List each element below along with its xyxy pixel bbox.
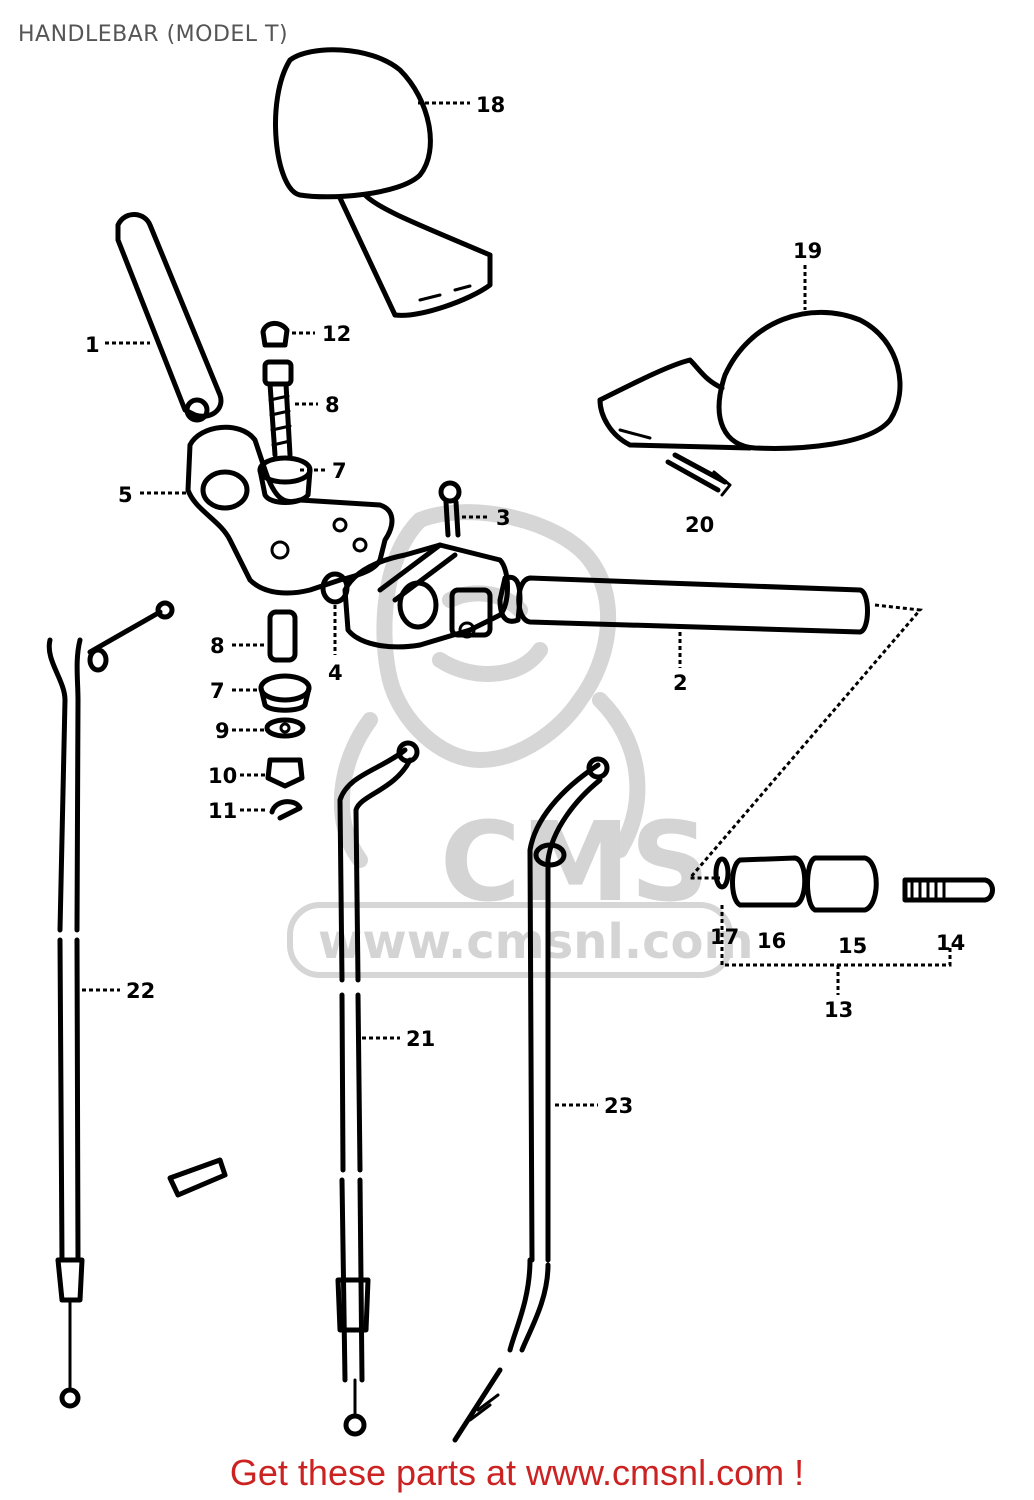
callout-15: 15 (838, 934, 867, 958)
callout-20: 20 (685, 513, 714, 537)
callout-1: 1 (85, 333, 100, 357)
callout-12: 12 (322, 322, 351, 346)
callout-2: 2 (673, 671, 688, 695)
callout-9: 9 (215, 719, 230, 743)
callout-19: 19 (793, 239, 822, 263)
balancer-weight (713, 855, 995, 913)
callout-22: 22 (126, 979, 155, 1003)
throttle-housing (320, 542, 510, 650)
screw-3 (438, 480, 462, 538)
callout-11: 11 (208, 799, 237, 823)
callout-18: 18 (476, 93, 505, 117)
handlebar-right-grip (497, 574, 870, 635)
callout-8-upper: 8 (325, 393, 340, 417)
mirror-right (597, 310, 903, 451)
bolt-8-upper (262, 359, 294, 458)
callout-3: 3 (496, 506, 511, 530)
callout-8-lower: 8 (210, 634, 225, 658)
callout-4: 4 (328, 661, 343, 685)
callout-5: 5 (118, 483, 133, 507)
mirror-left (273, 47, 493, 318)
cushion-7-upper (257, 455, 313, 505)
callout-7-upper: 7 (332, 459, 347, 483)
callout-23: 23 (604, 1094, 633, 1118)
cable-22 (46, 600, 175, 1409)
callout-10: 10 (208, 764, 237, 788)
callout-17: 17 (710, 925, 739, 949)
callout-13: 13 (824, 998, 853, 1022)
callout-21: 21 (406, 1027, 435, 1051)
bolt-20 (665, 452, 732, 497)
handlebar-left (115, 212, 224, 423)
cable-23 (452, 756, 610, 1443)
callout-16: 16 (757, 929, 786, 953)
watermark-logo: CMS www.cmsnl.com (287, 504, 754, 978)
cable-tag (167, 1157, 228, 1198)
cap-12 (260, 321, 290, 348)
callout-14: 14 (936, 931, 965, 955)
watermark-url: www.cmsnl.com (318, 914, 754, 970)
diagram-title: HANDLEBAR (MODEL T) (18, 22, 289, 47)
footer-link-text[interactable]: Get these parts at www.cmsnl.com ! (229, 1452, 805, 1493)
cable-21 (335, 740, 420, 1437)
bolt-stack-lower (258, 609, 312, 821)
callout-7-lower: 7 (210, 679, 225, 703)
